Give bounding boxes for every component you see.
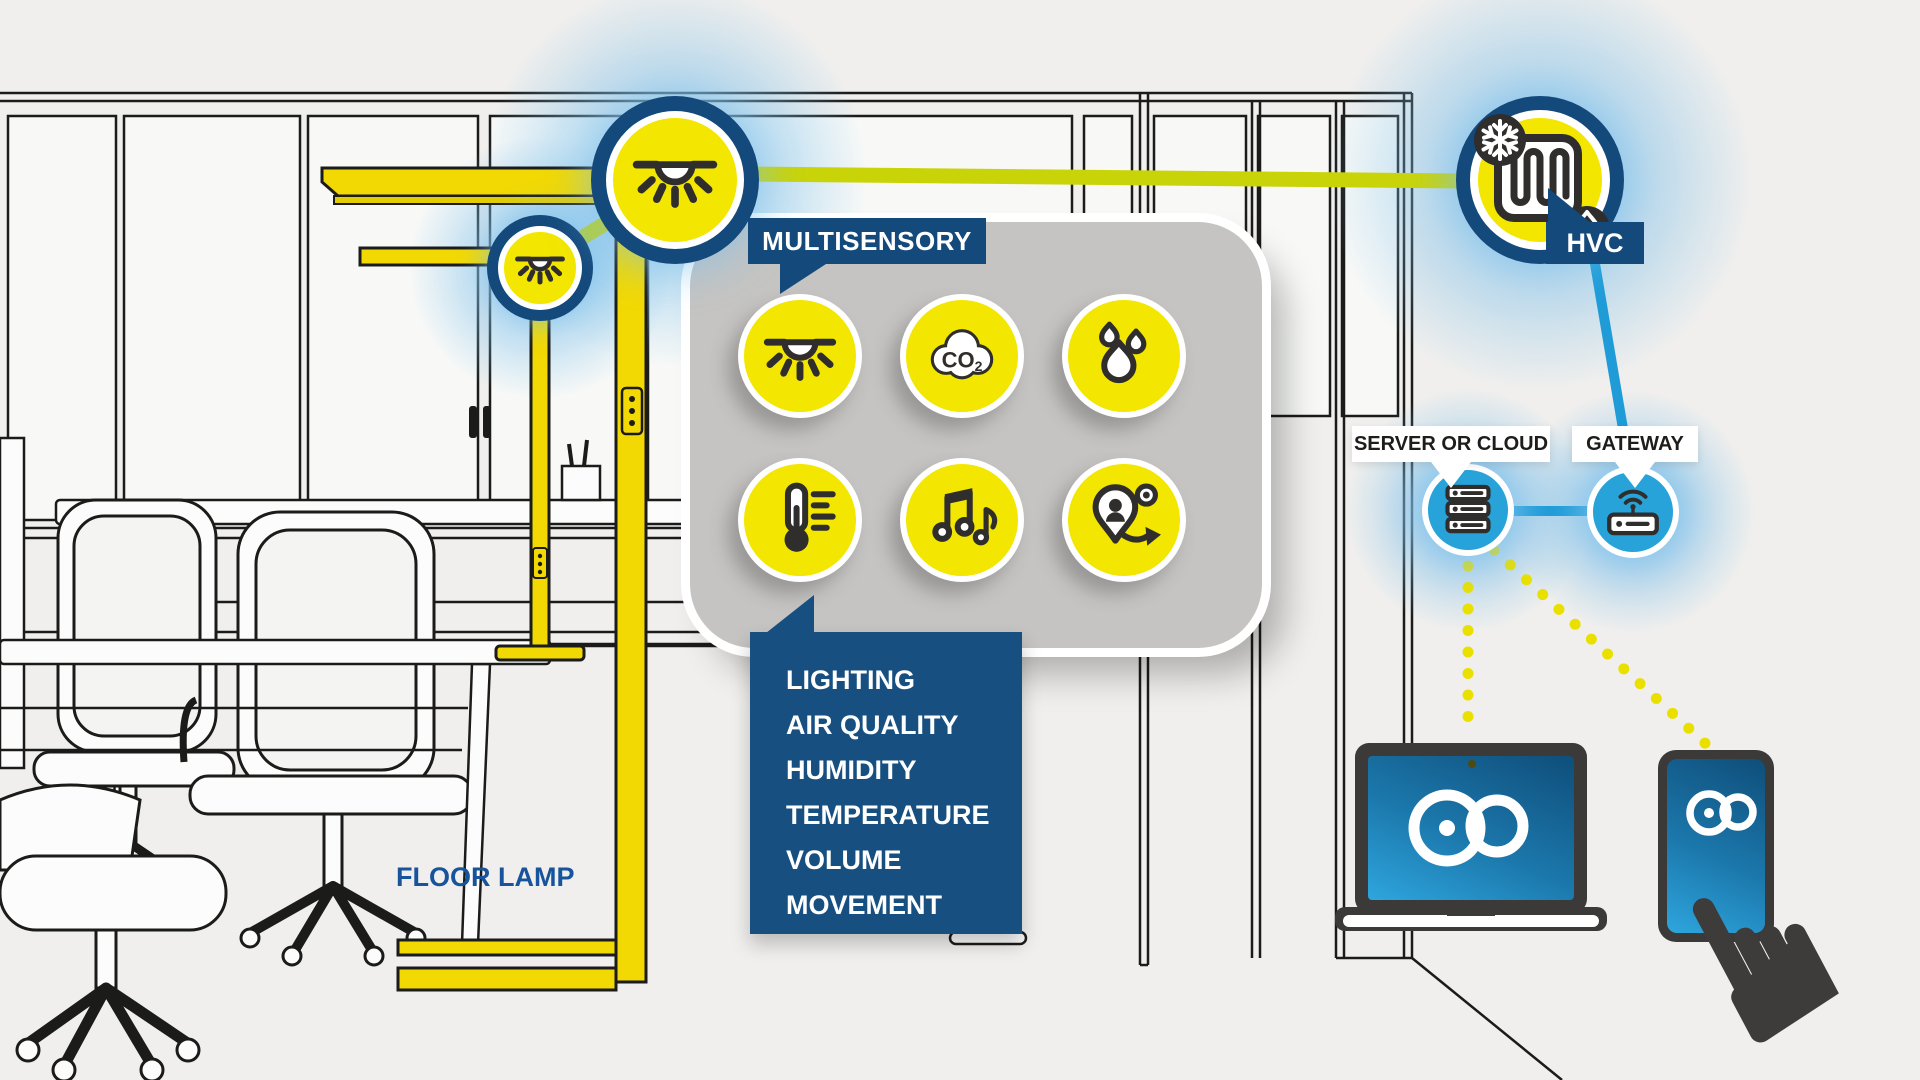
- office-chair: [32, 498, 236, 900]
- floor-lamp-sensor-head: [606, 111, 744, 249]
- capability-temperature: TEMPERATURE: [786, 800, 990, 830]
- gateway-icon: [1607, 489, 1659, 536]
- humidity-icon: [1099, 321, 1147, 384]
- svg-text:CO2: CO2: [942, 347, 983, 374]
- brand-logo-icon: [1408, 789, 1529, 867]
- server-label-text: SERVER OR CLOUD: [1353, 432, 1549, 455]
- movement-sensor: [1062, 458, 1186, 582]
- server-icon: [1445, 484, 1491, 534]
- phone: [1658, 750, 1774, 942]
- hvc-label: HVC: [1546, 188, 1644, 264]
- lamp-icon: [632, 160, 718, 208]
- capability-movement: MOVEMENT: [786, 890, 943, 920]
- multisensory-badge-text: MULTISENSORY: [762, 225, 972, 256]
- capability-humidity: HUMIDITY: [786, 755, 917, 785]
- lamp-icon: [515, 256, 565, 285]
- temperature-icon: [784, 482, 836, 552]
- laptop: [1335, 743, 1607, 935]
- volume-sensor: [900, 458, 1024, 582]
- dotted-server-to-phone: [1488, 544, 1712, 750]
- office-chair: [0, 783, 228, 1080]
- connector-lamp-to-lamp: [564, 210, 622, 252]
- window-handles: [469, 406, 491, 438]
- laptop-base-lip: [1343, 915, 1599, 927]
- server-label: SERVER OR CLOUD: [1352, 426, 1550, 488]
- capability-list-panel: LIGHTING AIR QUALITY HUMIDITY TEMPERATUR…: [750, 595, 1022, 934]
- desk-lamp-structure: [358, 246, 586, 662]
- brand-logo-icon: [1686, 790, 1757, 836]
- gateway-label-text: GATEWAY: [1586, 432, 1684, 455]
- desk-lamp-sensor-head: [498, 226, 582, 310]
- volume-icon: [932, 488, 998, 546]
- connector-lamp-to-hvc: [751, 166, 1467, 189]
- capability-volume: VOLUME: [786, 845, 902, 875]
- humidity-sensor: [1062, 294, 1186, 418]
- floor-lamp-label: FLOOR LAMP: [396, 862, 575, 892]
- co2-sensor: CO2: [900, 294, 1024, 418]
- co2-icon: CO2: [930, 329, 994, 380]
- phone-screen: [1667, 759, 1765, 933]
- snowflake-icon: [1474, 114, 1526, 166]
- lighting-icon: [763, 338, 837, 381]
- multisensory-panel: CO2: [690, 222, 1262, 648]
- floor-lamp-structure: [320, 166, 648, 992]
- laptop-webcam: [1468, 760, 1476, 768]
- laptop-notch: [1447, 907, 1495, 916]
- multisensory-badge: MULTISENSORY: [748, 218, 986, 294]
- gateway-label: GATEWAY: [1572, 426, 1698, 488]
- hvc-label-text: HVC: [1566, 227, 1624, 258]
- capability-air-quality: AIR QUALITY: [786, 710, 959, 740]
- capability-lighting: LIGHTING: [786, 665, 915, 695]
- temperature-sensor: [738, 458, 862, 582]
- movement-icon: [1092, 483, 1161, 546]
- lighting-sensor: [738, 294, 862, 418]
